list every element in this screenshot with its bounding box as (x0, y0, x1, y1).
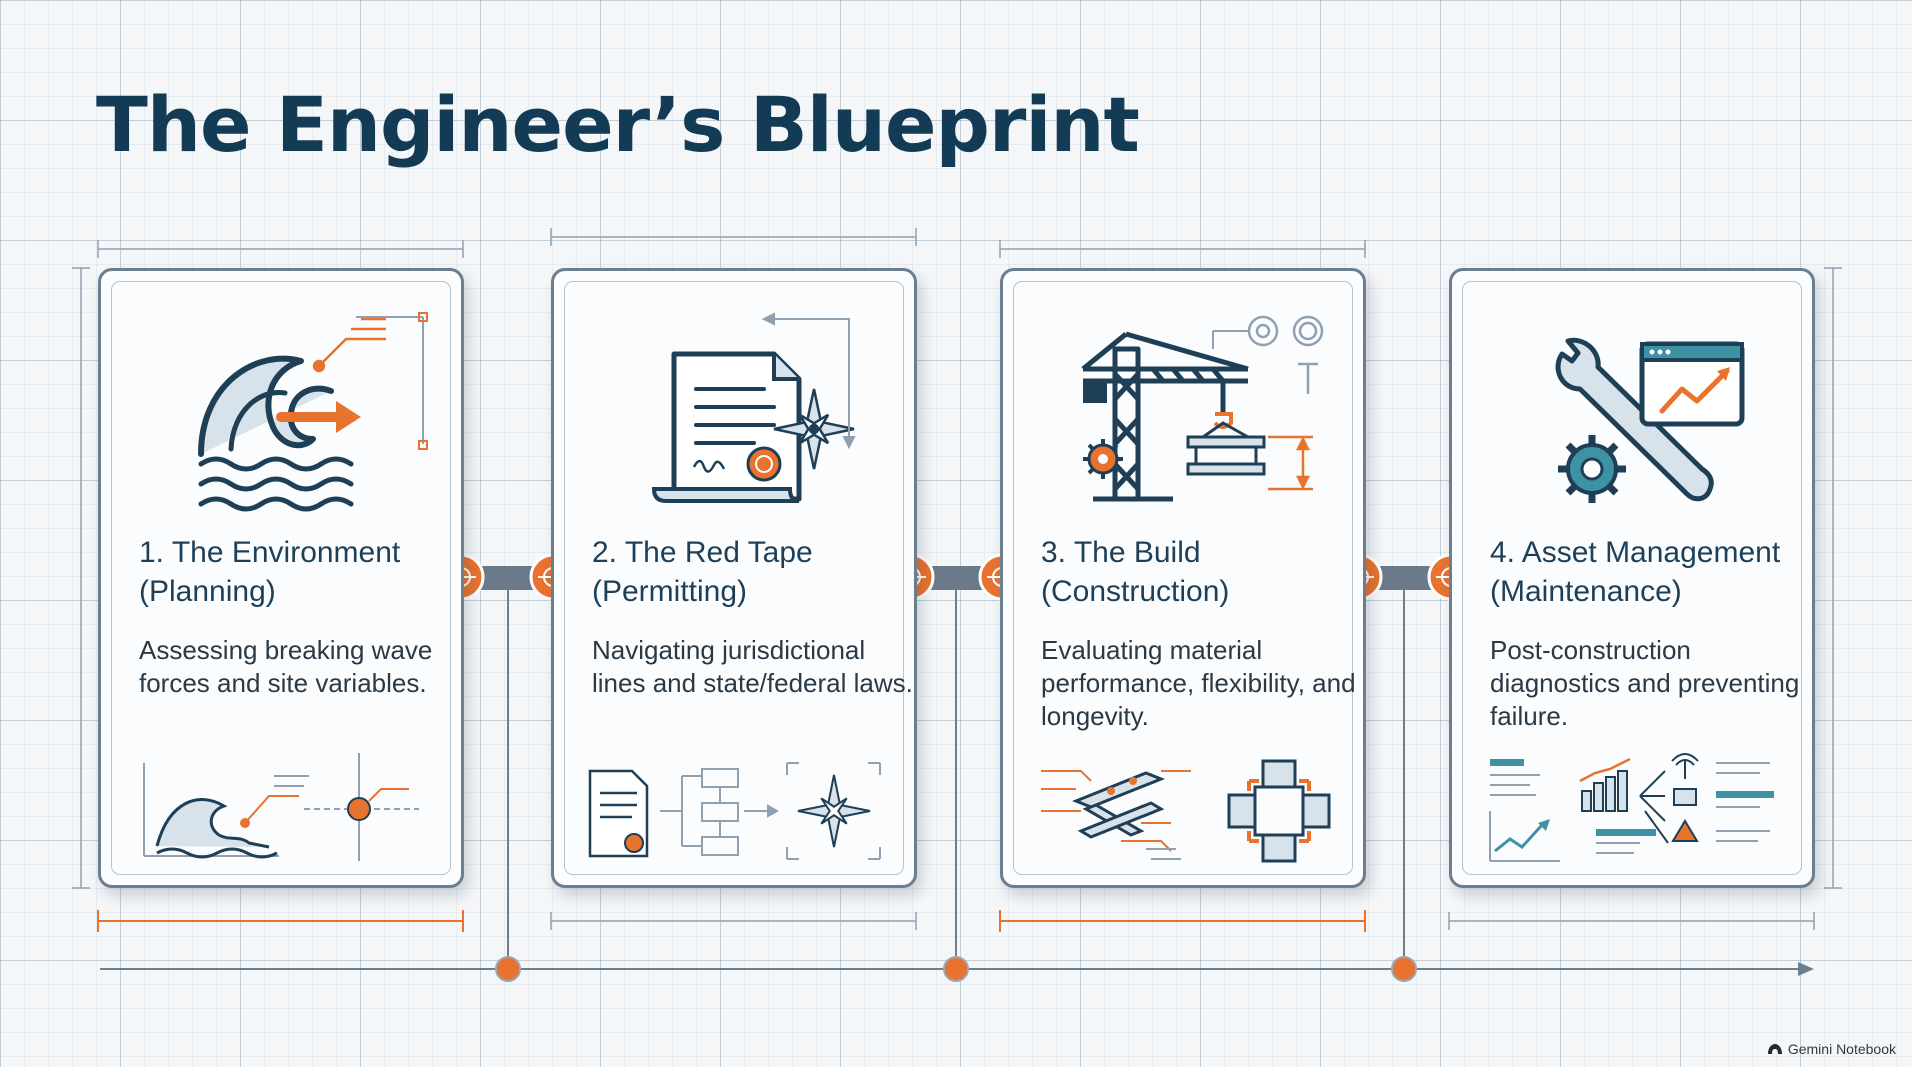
step-card-environment: 1. The Environment(Planning) Assessing b… (98, 268, 464, 888)
step-card-build: 3. The Build(Construction) Evaluating ma… (1000, 268, 1366, 888)
step-title: 1. The Environment(Planning) (139, 536, 401, 608)
footer-brand: Gemini Notebook (1767, 1041, 1896, 1057)
diagnostics-dashboard-icon (1489, 753, 1774, 862)
steel-beam-icon (1041, 759, 1331, 863)
wave-icon (198, 312, 428, 512)
footer-brand-label: Gemini Notebook (1787, 1041, 1896, 1057)
step-card-asset-management: 4. Asset Management(Maintenance) Post-co… (1449, 268, 1815, 888)
card-frame (111, 281, 451, 875)
card-frame (1013, 281, 1353, 875)
step-description: Assessing breaking wave forces and site … (139, 635, 433, 698)
step-card-red-tape: 2. The Red Tape(Permitting) Navigating j… (551, 268, 917, 888)
wrench-gear-icon (1555, 337, 1745, 503)
page-title: The Engineer’s Blueprint (96, 80, 1140, 169)
step-description: Evaluating material performance, flexibi… (1041, 635, 1356, 731)
step-title: 3. The Build(Construction) (1041, 536, 1230, 608)
step-title: 4. Asset Management(Maintenance) (1490, 536, 1781, 608)
document-icon (651, 312, 856, 503)
step-description: Post-construction diagnostics and preven… (1490, 635, 1800, 731)
wave-chart-icon (143, 753, 419, 861)
workflow-icon (588, 762, 881, 860)
crane-icon (1081, 315, 1324, 502)
step-title: 2. The Red Tape(Permitting) (592, 536, 813, 608)
notebook-logo-icon (1767, 1044, 1782, 1054)
card-frame (1462, 281, 1802, 875)
step-description: Navigating jurisdictional lines and stat… (592, 635, 913, 698)
card-frame (564, 281, 904, 875)
